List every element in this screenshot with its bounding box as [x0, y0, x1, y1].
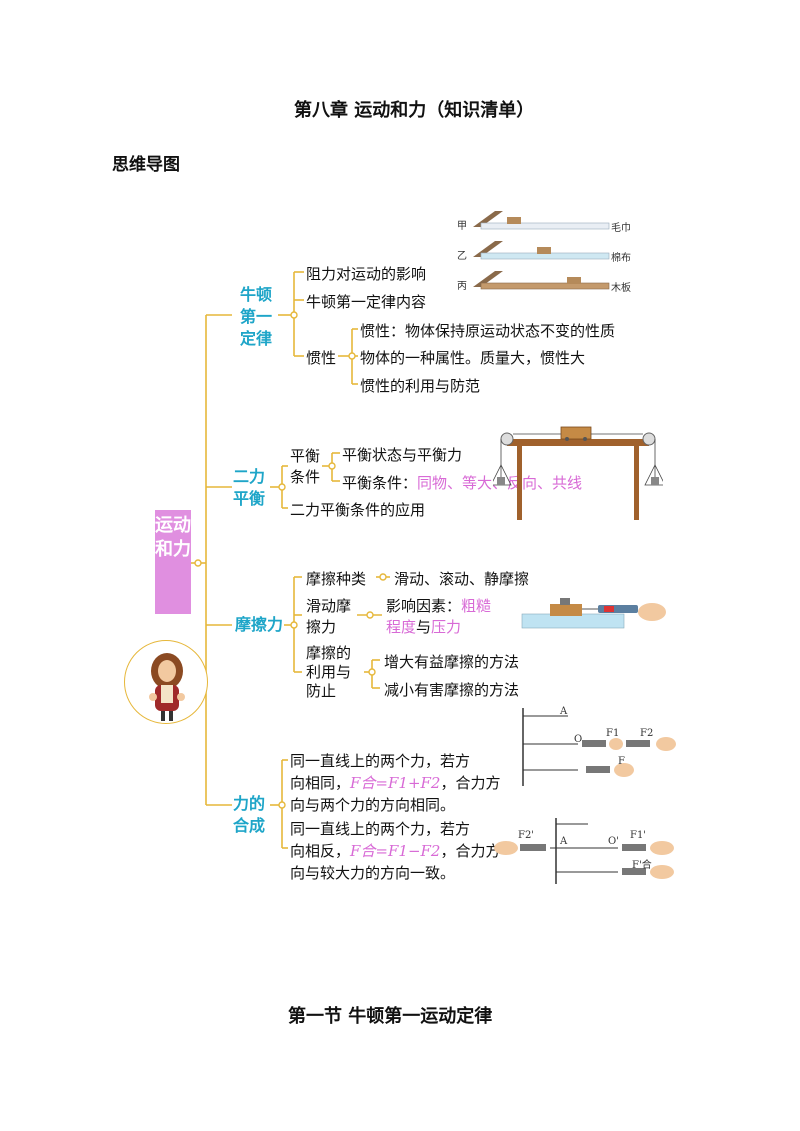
section-heading: 思维导图 — [112, 155, 180, 175]
factors-prefix: 影响因素： — [386, 597, 462, 615]
label-F: F — [618, 756, 625, 767]
branch-newton-line2: 第一 — [239, 307, 272, 326]
branch-balance-title: 二力 平衡 — [228, 466, 270, 510]
section-title-newton-first-law: 第一节 牛顿第一运动定律 — [288, 1006, 493, 1027]
label-A: A — [560, 706, 568, 717]
opp-formula: F合=F1−F2 — [350, 842, 441, 860]
label-Fhe: F'合 — [632, 860, 652, 871]
branch-newton-line1: 牛顿 — [239, 285, 272, 304]
balance-cond-label: 平衡 条件 — [290, 446, 320, 488]
friction-use-label: 摩擦的 利用与 防止 — [306, 644, 351, 701]
label-yi: 乙 — [457, 251, 467, 262]
label-towel: 毛巾 — [611, 223, 631, 234]
same-line3: 向与两个力的方向相同。 — [290, 796, 456, 814]
label-F1prime: F1' — [630, 830, 647, 841]
balance-table-figure — [490, 425, 666, 520]
friction-kinds-value: 滑动、滚动、静摩擦 — [394, 570, 530, 588]
opp-line1: 同一直线上的两个力，若方 — [290, 820, 471, 838]
factors-and: 与 — [416, 618, 432, 636]
friction-use-line2: 利用与 — [306, 663, 352, 681]
friction-use-line1: 摩擦的 — [306, 644, 352, 662]
branch-balance-line2: 平衡 — [232, 489, 265, 508]
label-wood: 木板 — [611, 283, 631, 294]
balance-cond-line2: 条件 — [290, 468, 321, 486]
balance-application-item: 二力平衡条件的应用 — [290, 501, 426, 519]
ramp-experiment-figure: 甲 乙 丙 毛巾 棉布 木板 — [455, 205, 635, 295]
spring-scale-figure — [520, 592, 680, 634]
branch-balance-line1: 二力 — [232, 467, 265, 486]
label-F2prime: F2' — [518, 830, 535, 841]
balance-condition-prefix: 平衡条件： — [342, 474, 418, 492]
label-Oprime: O' — [608, 836, 619, 847]
label-F1: F1 — [606, 728, 620, 739]
same-line1: 同一直线上的两个力，若方 — [290, 752, 471, 770]
balance-cond-line1: 平衡 — [290, 447, 321, 465]
balance-state-item: 平衡状态与平衡力 — [342, 446, 463, 464]
force-opposite-direction-figure: F2' A O' F1' F'合 — [490, 818, 680, 884]
label-F2: F2 — [640, 728, 654, 739]
branch-newton-line3: 定律 — [239, 329, 272, 348]
label-bing: 丙 — [457, 281, 467, 292]
factors-pressure: 压力 — [431, 618, 462, 636]
composition-same-direction: 同一直线上的两个力，若方 向相同，F合=F1+F2，合力方 向与两个力的方向相同… — [290, 750, 500, 816]
newton-item-law: 牛顿第一定律内容 — [306, 293, 427, 311]
friction-kinds-label: 摩擦种类 — [306, 570, 367, 588]
branch-composition-title: 力的 合成 — [228, 793, 270, 837]
friction-use-line3: 防止 — [306, 682, 337, 700]
label-jia: 甲 — [457, 221, 467, 232]
label-O: O — [574, 734, 583, 745]
branch-friction-title: 摩擦力 — [234, 615, 283, 634]
opp-line2a: 向相反， — [290, 842, 351, 860]
factors-roughness-1: 粗糙 — [461, 597, 492, 615]
force-same-direction-figure: A O F1 F2 F — [520, 706, 680, 786]
branch-composition-line2: 合成 — [232, 816, 265, 835]
inertia-label: 惯性 — [306, 349, 337, 367]
label-A2: A — [560, 836, 568, 847]
same-line2a: 向相同， — [290, 774, 351, 792]
branch-newton-title: 牛顿 第一 定律 — [234, 284, 278, 350]
label-cotton: 棉布 — [611, 253, 631, 264]
inertia-item-3: 惯性的利用与防范 — [360, 377, 481, 395]
newton-portrait — [124, 640, 208, 724]
inertia-item-2: 物体的一种属性。质量大，惯性大 — [360, 349, 586, 367]
friction-increase-item: 增大有益摩擦的方法 — [384, 653, 520, 671]
sliding-friction-line2: 擦力 — [306, 618, 337, 636]
factors-roughness-2: 程度 — [386, 618, 417, 636]
inertia-item-1: 惯性：物体保持原运动状态不变的性质 — [360, 322, 616, 340]
sliding-friction-line1: 滑动摩 — [306, 597, 352, 615]
chapter-title: 第八章 运动和力（知识清单） — [294, 100, 535, 121]
friction-factors: 影响因素：粗糙 程度与压力 — [386, 596, 491, 638]
sliding-friction-label: 滑动摩 擦力 — [306, 596, 351, 638]
opp-line3: 向与较大力的方向一致。 — [290, 864, 456, 882]
composition-opposite-direction: 同一直线上的两个力，若方 向相反，F合=F1−F2，合力方 向与较大力的方向一致… — [290, 818, 500, 884]
mindmap-root: 运动和力 — [155, 510, 191, 614]
same-formula: F合=F1+F2 — [350, 774, 441, 792]
opp-line2b: ，合力方 — [440, 842, 501, 860]
newton-item-resistance: 阻力对运动的影响 — [306, 265, 427, 283]
branch-composition-line1: 力的 — [232, 794, 265, 813]
same-line2b: ，合力方 — [440, 774, 501, 792]
friction-decrease-item: 减小有害摩擦的方法 — [384, 681, 520, 699]
